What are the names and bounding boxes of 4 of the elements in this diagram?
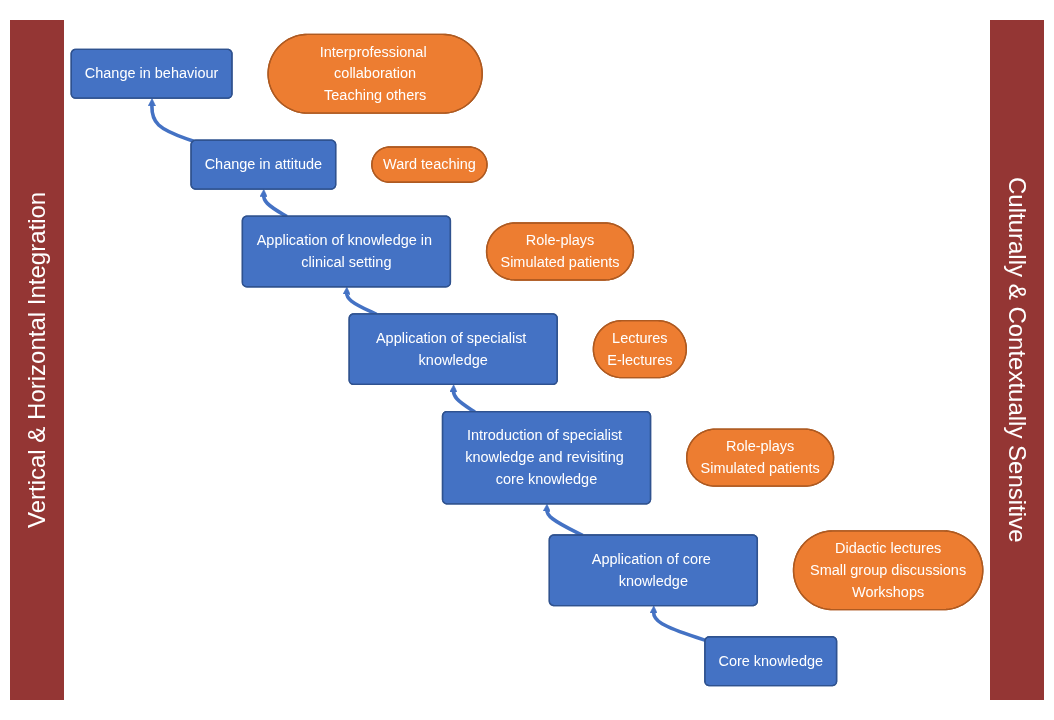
vertical-arrow-banner: Vertical & Horizontal Integration (10, 20, 64, 700)
arrow (649, 605, 707, 643)
arrow (147, 98, 195, 143)
vertical-arrow-banner: Culturally & Contextually Sensitive (990, 20, 1044, 700)
